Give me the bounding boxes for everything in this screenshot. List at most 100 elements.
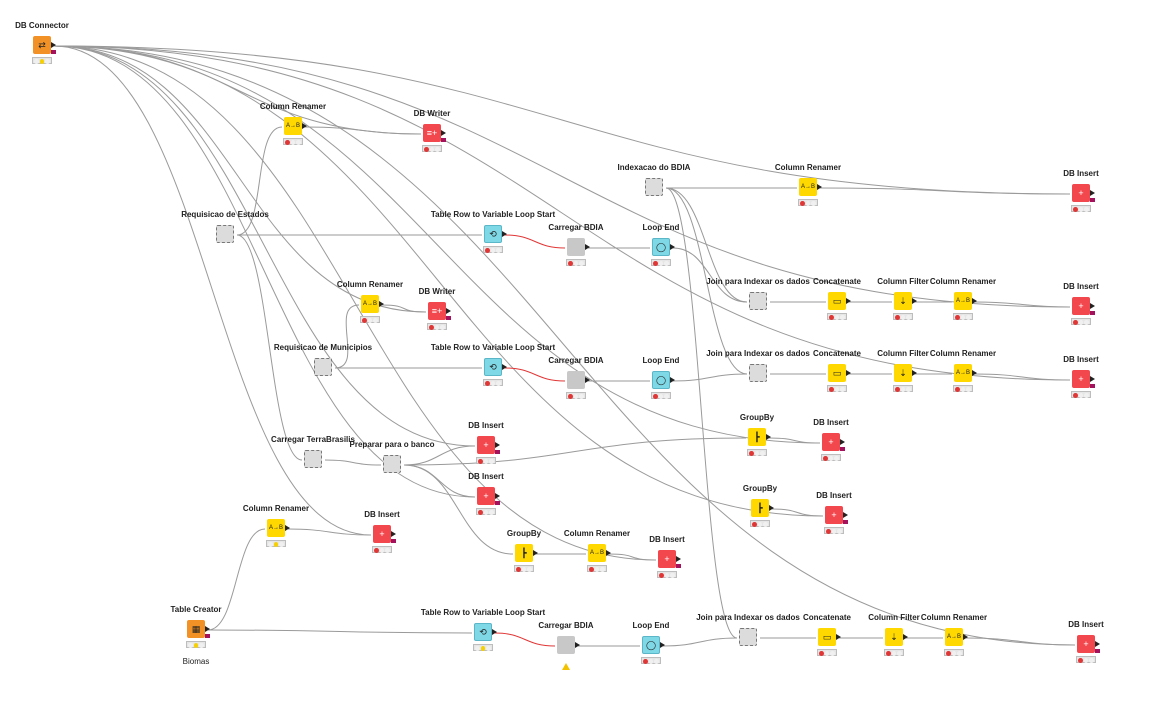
node-requisicao-municipios[interactable]: Requisicao de Municipios <box>273 343 373 403</box>
output-port[interactable] <box>502 364 507 370</box>
node-db-connector[interactable]: DB Connector⇄ <box>0 21 92 81</box>
node-label[interactable]: Table Row to Variable Loop Start <box>420 608 546 617</box>
node-label[interactable]: Column Filter <box>877 277 929 286</box>
node-carregar-terrabrasilis[interactable]: Carregar TerraBrasilis <box>263 435 363 495</box>
output-port[interactable] <box>606 550 611 556</box>
connection-9[interactable] <box>53 45 372 536</box>
loop-start-icon[interactable]: ⟲ <box>474 623 492 641</box>
output-port[interactable] <box>302 123 307 129</box>
output-port[interactable] <box>972 370 977 376</box>
groupby-icon[interactable]: ┣ <box>748 428 766 446</box>
node-carregar-bdia-1[interactable]: Carregar BDIA <box>526 223 626 283</box>
connection-47[interactable] <box>207 629 473 634</box>
connection-26[interactable] <box>974 301 1071 308</box>
output-port[interactable] <box>670 377 675 383</box>
output-port[interactable] <box>205 626 210 632</box>
db-connection-port[interactable] <box>391 539 396 543</box>
node-label[interactable]: Column Renamer <box>929 349 997 358</box>
connection-4[interactable] <box>53 45 1071 381</box>
node-table-row-loop-2[interactable]: Table Row to Variable Loop Start⟲ <box>431 343 555 403</box>
node-loop-end-3[interactable]: Loop End◯ <box>601 621 701 681</box>
metanode-icon[interactable] <box>749 364 767 382</box>
output-port[interactable] <box>492 629 497 635</box>
output-port[interactable] <box>843 512 848 518</box>
node-requisicao-estados[interactable]: Requisicao de Estados <box>175 210 275 270</box>
output-port[interactable] <box>963 634 968 640</box>
node-column-filter-1[interactable]: Column Filter ⇣ <box>853 277 953 337</box>
connection-56[interactable] <box>965 637 1076 646</box>
connection-42[interactable] <box>403 464 514 555</box>
node-db-writer-2[interactable]: DB Writer≡+ <box>387 287 487 347</box>
node-label[interactable]: Indexacao do BDIA <box>617 163 691 172</box>
connection-22[interactable] <box>665 187 748 375</box>
connection-6[interactable] <box>53 45 476 447</box>
output-port[interactable] <box>903 634 908 640</box>
node-join-1[interactable]: Join para Indexar os dados <box>706 277 810 337</box>
connection-46[interactable] <box>608 553 657 561</box>
output-port[interactable] <box>391 531 396 537</box>
column-renamer-icon[interactable]: A→B <box>954 364 972 382</box>
output-port[interactable] <box>1095 641 1100 647</box>
node-annotation[interactable]: Biomas <box>182 657 210 666</box>
node-table-row-loop-3[interactable]: Table Row to Variable Loop Start ⟲ <box>421 608 545 668</box>
node-label[interactable]: DB Insert <box>813 418 849 427</box>
output-port[interactable] <box>836 634 841 640</box>
node-label[interactable]: DB Insert <box>468 421 504 430</box>
output-port[interactable] <box>1090 303 1095 309</box>
connection-15[interactable] <box>236 234 303 461</box>
node-db-insert-3[interactable]: DB Insert+ <box>1031 355 1131 415</box>
node-label[interactable]: Loop End <box>642 356 680 365</box>
groupby-icon[interactable]: ┣ <box>751 499 769 517</box>
node-table-creator[interactable]: Table Creator▦Biomas <box>146 605 246 666</box>
db-connection-port[interactable] <box>51 50 56 54</box>
node-carregar-bdia-3[interactable]: Carregar BDIA <box>516 621 616 681</box>
node-label[interactable]: GroupBy <box>506 529 542 538</box>
node-label[interactable]: Preparar para o banco <box>349 440 435 449</box>
metanode-icon[interactable] <box>383 455 401 473</box>
connection-16[interactable] <box>504 234 566 249</box>
output-port[interactable] <box>660 642 665 648</box>
db-connection-port[interactable] <box>840 447 845 451</box>
column-filter-icon[interactable]: ⇣ <box>885 628 903 646</box>
connection-43[interactable] <box>771 508 824 517</box>
node-groupby-2[interactable]: GroupBy┣ <box>710 484 810 544</box>
connection-13[interactable] <box>236 126 283 236</box>
output-port[interactable] <box>446 308 451 314</box>
node-join-3[interactable]: Join para Indexar os dados <box>696 613 800 673</box>
connection-37[interactable] <box>768 437 821 444</box>
connection-12[interactable] <box>304 126 422 135</box>
output-port[interactable] <box>585 377 590 383</box>
node-groupby-3[interactable]: GroupBy┣ <box>474 529 574 589</box>
node-label[interactable]: Requisicao de Municipios <box>273 343 373 352</box>
node-label[interactable]: DB Insert <box>1063 169 1099 178</box>
component-icon[interactable] <box>567 238 585 256</box>
node-label[interactable]: Join para Indexar os dados <box>696 613 800 622</box>
node-db-insert-10[interactable]: DB Insert+ <box>1036 620 1136 680</box>
node-db-writer-1[interactable]: DB Writer≡+ <box>382 109 482 169</box>
connection-21[interactable] <box>665 187 748 303</box>
db-connection-port[interactable] <box>1090 384 1095 388</box>
output-port[interactable] <box>817 184 822 190</box>
node-label[interactable]: Column Renamer <box>774 163 842 172</box>
connection-18[interactable] <box>672 247 748 303</box>
column-renamer-icon[interactable]: A→B <box>954 292 972 310</box>
node-label[interactable]: DB Insert <box>1063 355 1099 364</box>
node-column-filter-3[interactable]: Column Filter⇣ <box>844 613 944 673</box>
node-label[interactable]: Loop End <box>642 223 680 232</box>
connection-11[interactable] <box>53 45 1076 646</box>
output-port[interactable] <box>533 550 538 556</box>
db-connection-port[interactable] <box>495 501 500 505</box>
metanode-icon[interactable] <box>739 628 757 646</box>
connection-49[interactable] <box>494 632 556 647</box>
connection-28[interactable] <box>381 304 427 313</box>
node-db-insert-9[interactable]: DB Insert+ <box>617 535 717 595</box>
output-port[interactable] <box>972 298 977 304</box>
connection-5[interactable] <box>53 45 821 444</box>
connection-10[interactable] <box>53 45 657 561</box>
column-filter-icon[interactable]: ⇣ <box>894 292 912 310</box>
metanode-icon[interactable] <box>645 178 663 196</box>
node-groupby-1[interactable]: GroupBy┣ <box>707 413 807 473</box>
node-label[interactable]: Column Renamer <box>242 504 310 513</box>
metanode-icon[interactable] <box>314 358 332 376</box>
